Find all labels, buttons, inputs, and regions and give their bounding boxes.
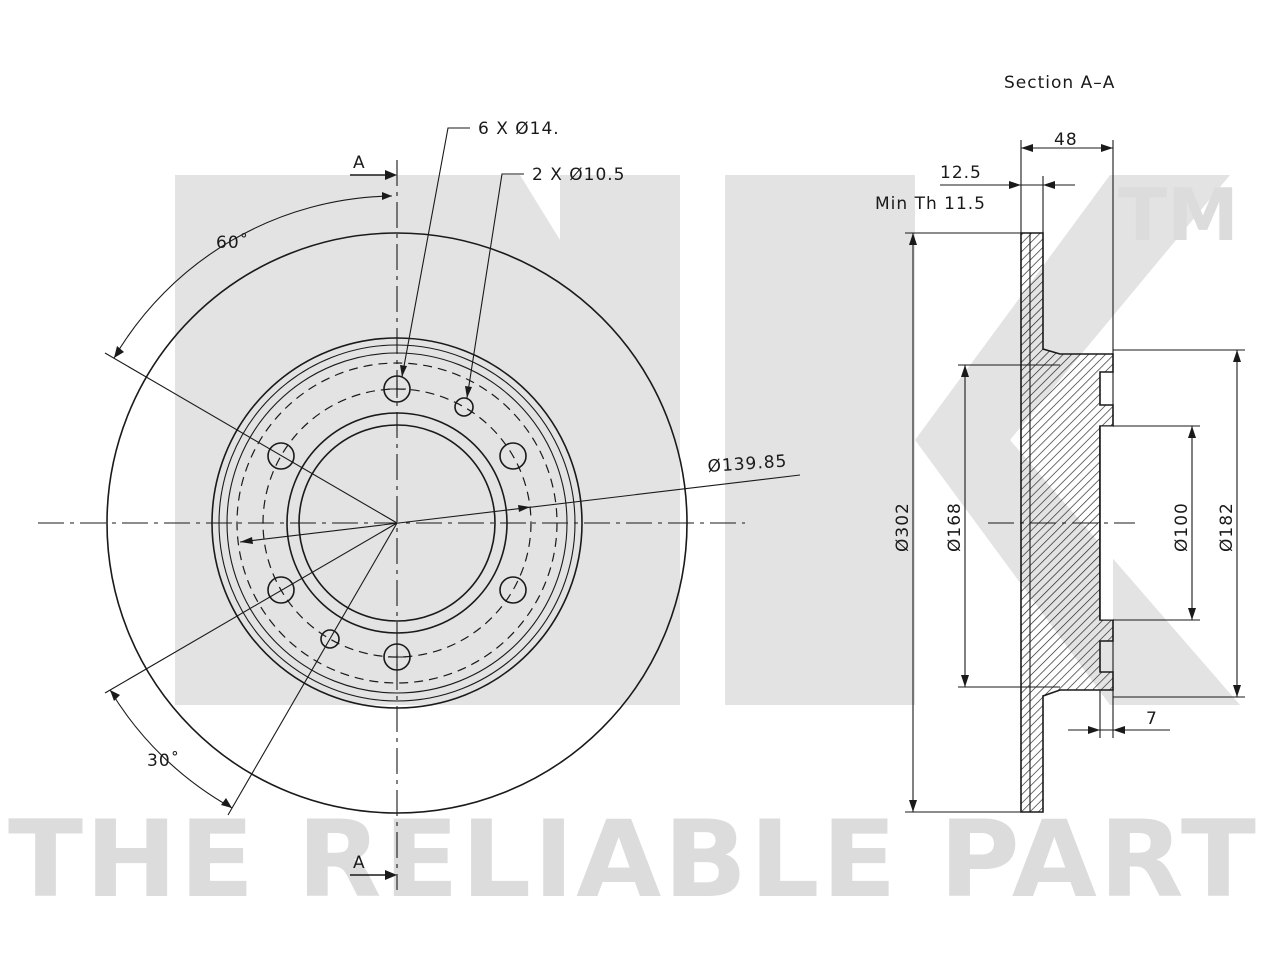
locating-hole — [320, 629, 340, 649]
angle-arc-60 — [113, 195, 393, 359]
dim-outer-diameter: Ø302 — [893, 502, 913, 552]
hat-outer-edge — [211, 337, 583, 709]
center-bore — [298, 424, 496, 622]
bolt-hole — [383, 375, 411, 403]
dim-overall-height: 48 — [1054, 130, 1078, 150]
locating-hole — [454, 397, 474, 417]
callout-large-holes: 6 X Ø14. — [478, 119, 560, 139]
bolt-hole — [499, 442, 527, 470]
dim-hat-inner-diameter: Ø168 — [945, 502, 965, 552]
bolt-hole — [383, 643, 411, 671]
dim-hat-outer-diameter: Ø182 — [1217, 502, 1237, 552]
bolt-hole — [499, 576, 527, 604]
bolt-hole — [267, 442, 295, 470]
center-bore-outer — [286, 412, 508, 634]
section-marker-top: A — [353, 153, 366, 173]
dim-center-bore: Ø100 — [1172, 502, 1192, 552]
front-view: 60˚ 30˚ 6 X Ø14. 2 X Ø10.5 Ø139.85 A A — [38, 119, 801, 890]
bolt-hole — [267, 576, 295, 604]
hat-inner-edge — [236, 362, 558, 684]
section-marker-bottom: A — [353, 853, 366, 873]
dim-min-thickness: Min Th 11.5 — [875, 194, 986, 214]
angle-label-30: 30˚ — [147, 750, 180, 771]
dim-flange-thickness: 7 — [1146, 709, 1158, 729]
angle-arc-30 — [109, 689, 233, 809]
dim-disc-thickness: 12.5 — [940, 163, 982, 183]
section-view: Section A–A Ø302 Ø168 Ø100 — [875, 73, 1245, 813]
angle-label-60: 60˚ — [216, 232, 249, 253]
leader-large-holes — [401, 127, 470, 378]
leader-small-holes — [466, 173, 524, 399]
slogan-watermark: THE RELIABLE PART — [8, 798, 1258, 921]
bolt-holes — [267, 375, 527, 671]
disc-outer-edge — [106, 232, 688, 814]
trademark-watermark: TM — [1118, 173, 1239, 257]
callout-small-holes: 2 X Ø10.5 — [532, 165, 626, 185]
section-title: Section A–A — [1004, 73, 1115, 93]
